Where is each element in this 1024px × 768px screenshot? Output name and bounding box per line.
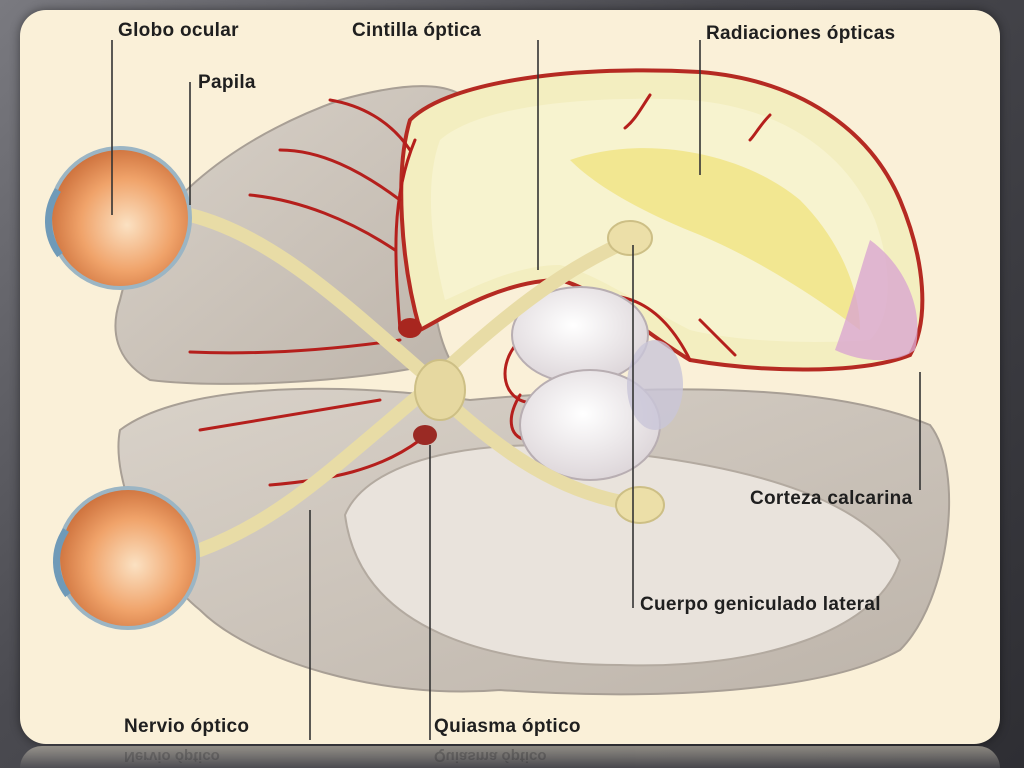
optic-chiasm — [414, 359, 466, 421]
reflection-nervio: Nervio óptico — [124, 748, 220, 765]
label-globo-ocular: Globo ocular — [118, 20, 239, 41]
lateral-geniculate-upper — [607, 220, 653, 256]
eyeball-upper — [45, 146, 192, 290]
label-cintilla-optica: Cintilla óptica — [352, 20, 482, 41]
lateral-geniculate-lower — [615, 486, 665, 524]
section-inner — [430, 98, 888, 342]
label-cuerpo-geniculado-lateral: Cuerpo geniculado lateral — [640, 594, 881, 615]
reflection-quiasma: Quiasma óptico — [434, 748, 547, 765]
label-radiaciones-opticas: Radiaciones ópticas — [706, 23, 896, 44]
label-quiasma-optico: Quiasma óptico — [434, 716, 581, 737]
label-corteza-calcarina: Corteza calcarina — [750, 488, 913, 509]
bottom-reflection: Nervio óptico Quiasma óptico — [20, 746, 1000, 768]
optic-radiations-fan — [570, 148, 860, 330]
vessel-knot — [398, 318, 422, 338]
label-nervio-optico: Nervio óptico — [124, 716, 250, 737]
optic-pathway — [183, 208, 647, 557]
midbrain — [627, 340, 683, 430]
temporal-lobe — [343, 444, 902, 667]
leader-lines — [111, 40, 921, 740]
label-papila: Papila — [198, 72, 256, 93]
eyeball-lower — [53, 486, 200, 630]
pituitary — [413, 425, 437, 445]
calcarine-cortex-tint — [835, 240, 918, 361]
